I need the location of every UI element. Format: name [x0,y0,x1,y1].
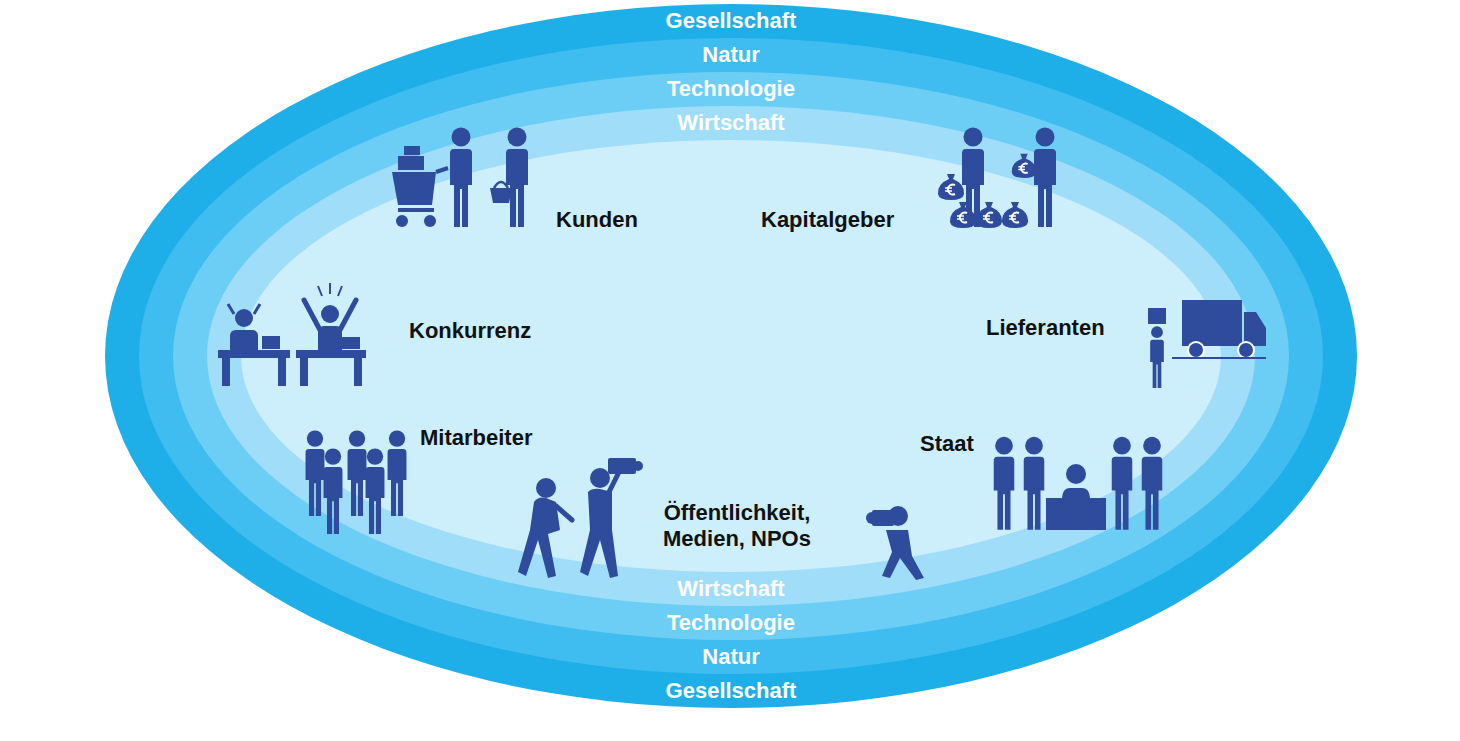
band-label: Wirtschaft [207,110,1255,136]
band-ellipse [207,106,1255,606]
stakeholder-label: Kapitalgeber [761,207,894,233]
band-label: Gesellschaft [105,678,1357,704]
band-ellipse [241,140,1221,572]
stakeholder-label: Staat [920,431,974,457]
band-label: Technologie [173,76,1289,102]
stakeholder-label: Konkurrenz [409,318,531,344]
stakeholder-label: Öffentlichkeit, Medien, NPOs [648,500,826,552]
band-ellipse [173,72,1289,640]
band-label: Gesellschaft [105,8,1357,34]
stakeholder-label: Mitarbeiter [420,425,532,451]
band-outline [105,4,1357,708]
band-label: Technologie [173,610,1289,636]
environment-band: GesellschaftGesellschaftNaturNaturTechno… [105,4,1357,708]
environment-band: TechnologieTechnologieWirtschaftWirtscha… [173,72,1289,640]
band-ellipse [139,38,1323,674]
band-label: Natur [139,42,1323,68]
band-label: Wirtschaft [207,576,1255,602]
stakeholder-label: Kunden [556,207,638,233]
band-label: Natur [139,644,1323,670]
band-ellipse [105,4,1357,708]
band-outline [173,72,1289,640]
stakeholder-label: Lieferanten [986,315,1105,341]
environment-band: NaturNaturTechnologieTechnologieWirtscha… [139,38,1323,674]
